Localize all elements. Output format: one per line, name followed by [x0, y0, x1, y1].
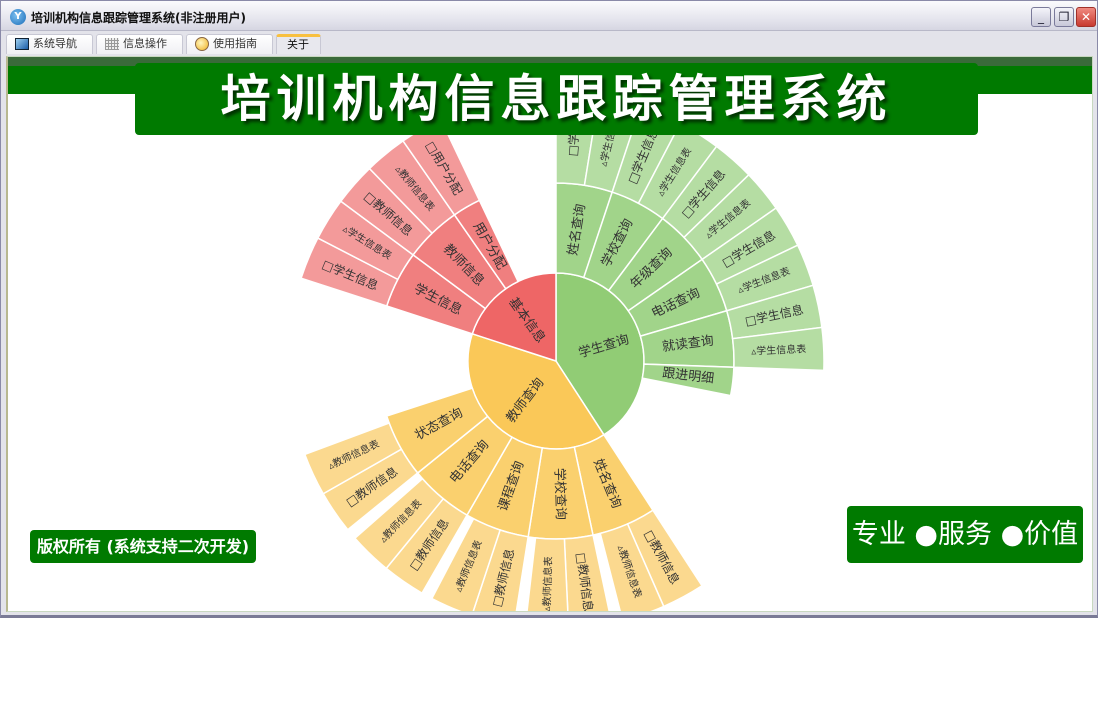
- tab-label: 使用指南: [213, 37, 257, 50]
- tab-info-ops[interactable]: 信息操作: [96, 34, 183, 54]
- sunburst-label: 学校查询: [551, 468, 568, 520]
- app-window: Y 培训机构信息跟踪管理系统(非注册用户) _ ❐ ✕ 系统导航 信息操作 使用…: [0, 0, 1098, 618]
- minimize-button[interactable]: _: [1031, 7, 1051, 27]
- sunburst-label: ▵教师信息表: [540, 556, 555, 611]
- close-button[interactable]: ✕: [1076, 7, 1096, 27]
- sunburst-segment[interactable]: [353, 477, 445, 570]
- app-logo-icon: Y: [10, 9, 26, 25]
- tab-about[interactable]: 关于: [276, 34, 321, 54]
- tab-label: 关于: [287, 38, 309, 51]
- sunburst-chart: 学生查询姓名查询□学生▵学生信息学校查询□学生信息▵学生信息表年级查询□学生信息…: [300, 92, 825, 612]
- copyright-badge: 版权所有 (系统支持二次开发): [30, 530, 256, 563]
- about-panel: 培训机构信息跟踪管理系统 学生查询姓名查询□学生▵学生信息学校查询□学生信息▵学…: [6, 56, 1093, 612]
- grid-icon: [105, 38, 119, 50]
- sunburst-label: ▵学生信息表: [751, 342, 807, 357]
- sunburst-segment[interactable]: [599, 522, 665, 612]
- tab-bar: 系统导航 信息操作 使用指南 关于: [1, 32, 1097, 54]
- tab-system-nav[interactable]: 系统导航: [6, 34, 93, 54]
- sunburst-label: 就读查询: [661, 334, 714, 355]
- tab-user-guide[interactable]: 使用指南: [186, 34, 273, 54]
- slogan-badge: 专业 ●服务 ●价值: [847, 506, 1083, 563]
- restore-button[interactable]: ❐: [1054, 7, 1074, 27]
- window-title: 培训机构信息跟踪管理系统(非注册用户): [31, 11, 246, 25]
- sunburst-label: 跟进明细: [661, 366, 714, 387]
- sunburst-segment[interactable]: [525, 536, 569, 612]
- sunburst-segment[interactable]: [303, 422, 403, 495]
- tab-label: 信息操作: [123, 37, 167, 50]
- monitor-icon: [15, 38, 29, 50]
- sunburst-segment[interactable]: [430, 517, 502, 612]
- help-icon: [195, 37, 209, 51]
- title-bar: Y 培训机构信息跟踪管理系统(非注册用户) _ ❐ ✕: [1, 1, 1097, 31]
- sunburst-segment[interactable]: [641, 363, 735, 397]
- tab-label: 系统导航: [33, 37, 77, 50]
- system-title-banner: 培训机构信息跟踪管理系统: [135, 63, 978, 135]
